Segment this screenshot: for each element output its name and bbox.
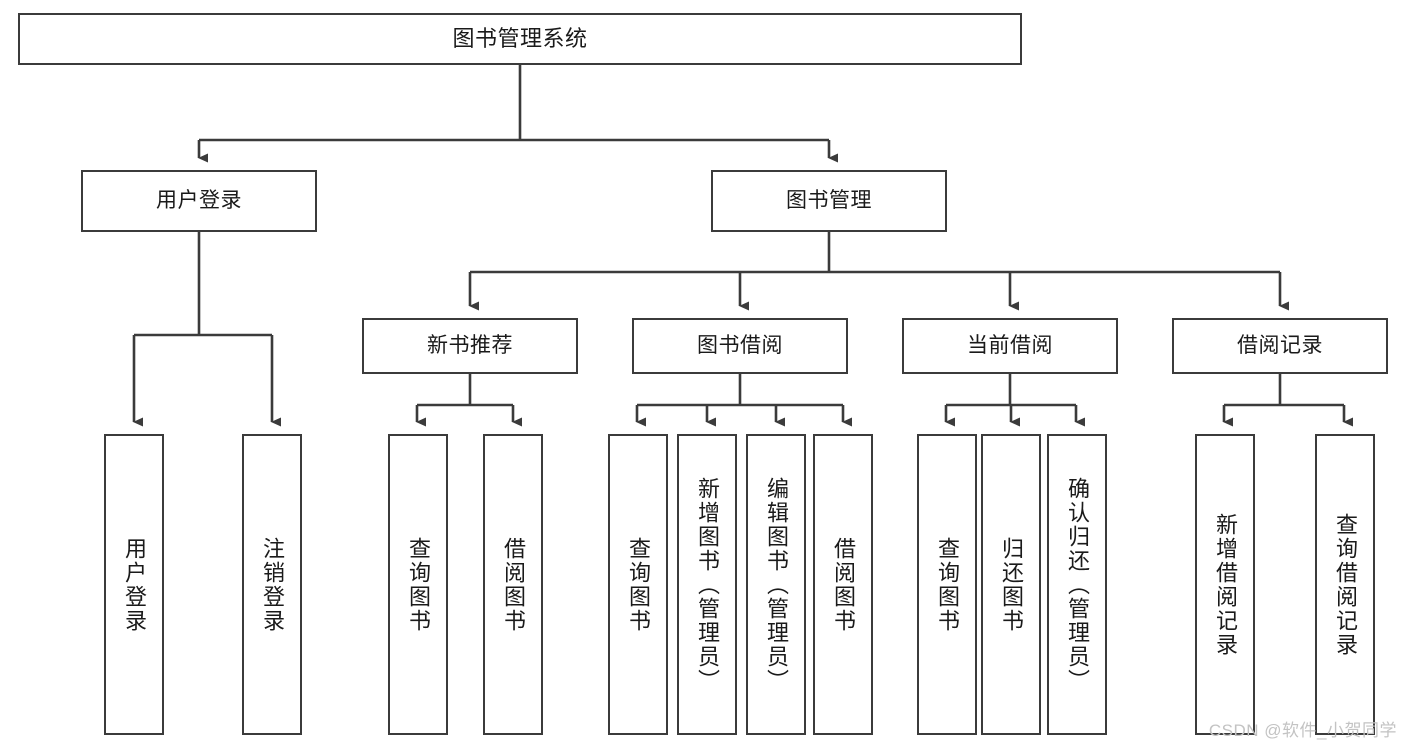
node-label-borrow-record: 借阅记录 xyxy=(1237,333,1323,357)
node-book-manage[interactable]: 图书管理 xyxy=(711,170,947,232)
node-label-book-borrow: 图书借阅 xyxy=(697,333,783,357)
node-label-leaf-add-book: 新增图书（管理员） xyxy=(695,476,720,693)
node-new-book-rec[interactable]: 新书推荐 xyxy=(362,318,578,374)
node-label-leaf-query-book-1: 查询图书 xyxy=(406,536,431,633)
connector-spine-borrow-record-to-leaves xyxy=(1224,374,1344,407)
node-leaf-borrow-book-1[interactable]: 借阅图书 xyxy=(483,434,543,735)
node-leaf-return-book[interactable]: 归还图书 xyxy=(981,434,1041,735)
connector-spine-book-manage-to-level2 xyxy=(470,232,1280,274)
node-label-leaf-borrow-book-1: 借阅图书 xyxy=(501,536,526,633)
node-label-leaf-return-book: 归还图书 xyxy=(999,536,1024,633)
node-label-leaf-query-book-2: 查询图书 xyxy=(626,536,651,633)
node-leaf-confirm-return[interactable]: 确认归还（管理员） xyxy=(1047,434,1107,735)
node-leaf-user-logout[interactable]: 注销登录 xyxy=(242,434,302,735)
node-current-borrow[interactable]: 当前借阅 xyxy=(902,318,1118,374)
node-leaf-user-login[interactable]: 用户登录 xyxy=(104,434,164,735)
node-label-leaf-query-record: 查询借阅记录 xyxy=(1333,512,1358,657)
node-leaf-edit-book[interactable]: 编辑图书（管理员） xyxy=(746,434,806,735)
node-label-leaf-add-record: 新增借阅记录 xyxy=(1213,512,1238,657)
node-root[interactable]: 图书管理系统 xyxy=(18,13,1022,65)
node-label-user-login: 用户登录 xyxy=(156,188,242,212)
node-label-leaf-user-logout: 注销登录 xyxy=(260,536,285,633)
node-leaf-query-record[interactable]: 查询借阅记录 xyxy=(1315,434,1375,735)
node-label-leaf-confirm-return: 确认归还（管理员） xyxy=(1065,476,1090,693)
node-label-leaf-query-book-3: 查询图书 xyxy=(935,536,960,633)
node-user-login[interactable]: 用户登录 xyxy=(81,170,317,232)
node-leaf-query-book-3[interactable]: 查询图书 xyxy=(917,434,977,735)
node-book-borrow[interactable]: 图书借阅 xyxy=(632,318,848,374)
node-leaf-query-book-2[interactable]: 查询图书 xyxy=(608,434,668,735)
node-label-book-manage: 图书管理 xyxy=(786,188,872,212)
node-label-leaf-borrow-book-2: 借阅图书 xyxy=(831,536,856,633)
node-leaf-add-record[interactable]: 新增借阅记录 xyxy=(1195,434,1255,735)
node-leaf-add-book[interactable]: 新增图书（管理员） xyxy=(677,434,737,735)
connector-spine-user-login-to-leaves xyxy=(134,232,272,337)
node-label-current-borrow: 当前借阅 xyxy=(967,333,1053,357)
connector-spine-book-borrow-to-leaves xyxy=(637,374,843,407)
connector-spine-root-to-level1 xyxy=(199,65,829,142)
node-label-leaf-edit-book: 编辑图书（管理员） xyxy=(764,476,789,693)
node-label-root: 图书管理系统 xyxy=(452,26,588,52)
connector-spine-current-borrow-to-leaves xyxy=(946,374,1076,407)
node-leaf-borrow-book-2[interactable]: 借阅图书 xyxy=(813,434,873,735)
node-borrow-record[interactable]: 借阅记录 xyxy=(1172,318,1388,374)
node-leaf-query-book-1[interactable]: 查询图书 xyxy=(388,434,448,735)
node-label-new-book-rec: 新书推荐 xyxy=(427,333,513,357)
connector-spine-new-book-rec-to-leaves xyxy=(417,374,513,407)
node-label-leaf-user-login: 用户登录 xyxy=(122,536,147,633)
